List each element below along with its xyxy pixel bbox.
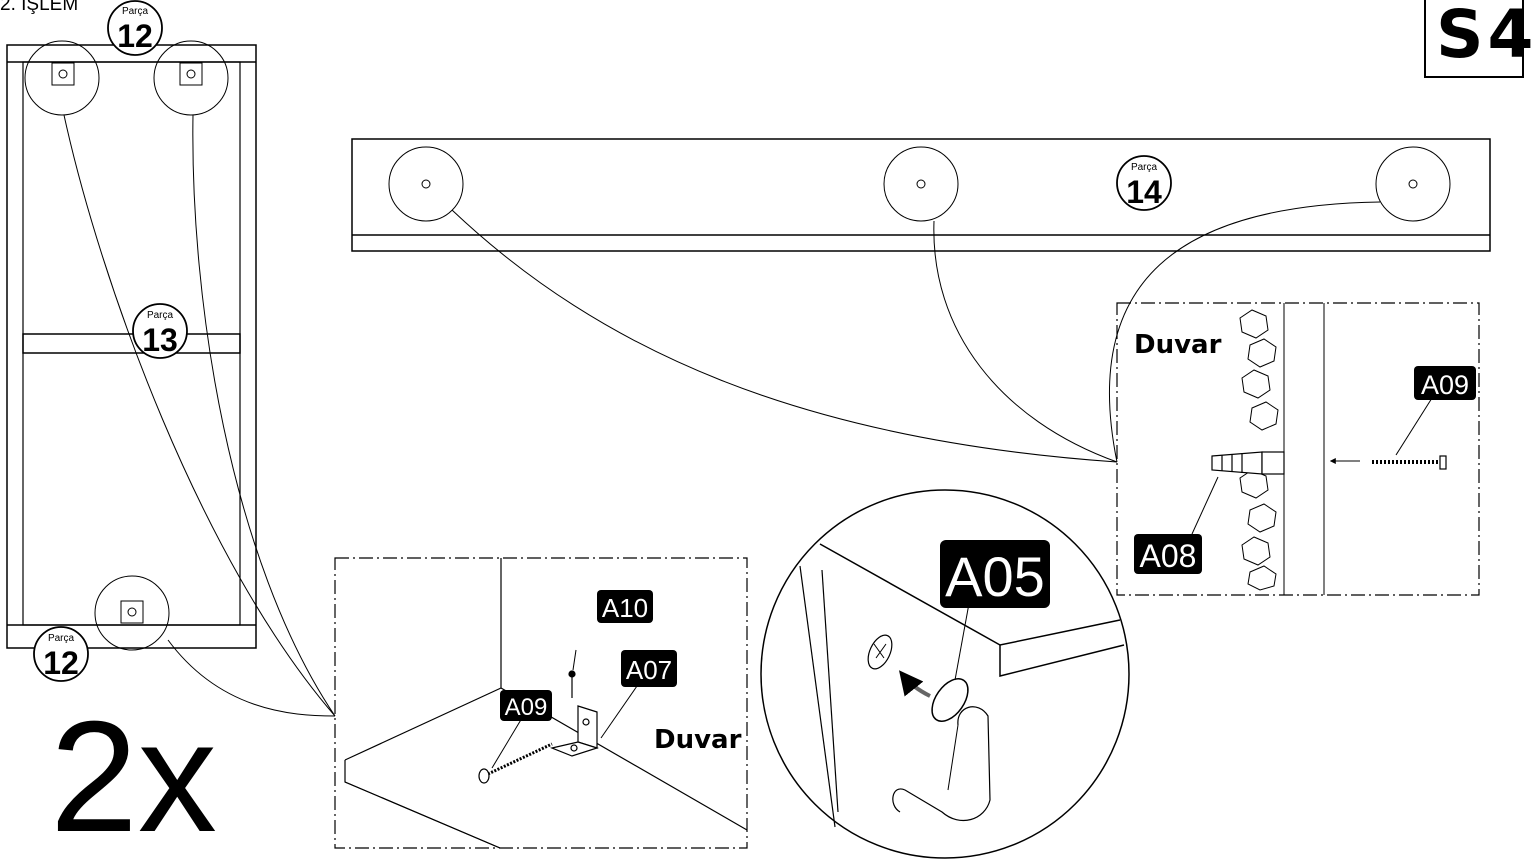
bracket-screw-icon bbox=[568, 670, 576, 698]
svg-text:12: 12 bbox=[117, 18, 153, 54]
detail-circle bbox=[388, 146, 464, 222]
shelf-screw-icon bbox=[478, 742, 553, 784]
part-callout-14: Parça 14 bbox=[1116, 155, 1172, 211]
part-callout-12-top: Parça 12 bbox=[107, 0, 163, 56]
svg-text:A09: A09 bbox=[505, 694, 548, 721]
page-code: S4 bbox=[1436, 0, 1537, 73]
svg-text:A08: A08 bbox=[1140, 538, 1197, 574]
svg-text:13: 13 bbox=[142, 322, 178, 358]
svg-text:A10: A10 bbox=[602, 593, 648, 623]
hardware-label-a10: A10 bbox=[597, 590, 653, 623]
svg-text:A05: A05 bbox=[945, 545, 1045, 608]
insert-arrow-icon bbox=[899, 670, 931, 698]
svg-text:Parça: Parça bbox=[122, 6, 149, 17]
finger-icon bbox=[892, 706, 991, 822]
hardware-label-a09-bracket: A09 bbox=[500, 690, 552, 721]
wall-plug-icon bbox=[1211, 451, 1285, 475]
screw-hole-icon bbox=[867, 634, 893, 670]
hardware-label-a07: A07 bbox=[621, 650, 677, 687]
wall-screw-icon bbox=[1329, 455, 1447, 470]
detail-circle bbox=[1375, 146, 1451, 222]
part-callout-12-bottom: Parça 12 bbox=[33, 626, 89, 682]
shelf-section-13 bbox=[22, 333, 241, 354]
detail-circle bbox=[24, 40, 100, 116]
detail-circle bbox=[883, 146, 959, 222]
svg-text:Parça: Parça bbox=[147, 310, 174, 321]
hardware-label-a05: A05 bbox=[940, 540, 1050, 608]
page-code-tag: S4 bbox=[1424, 0, 1533, 78]
svg-text:A07: A07 bbox=[626, 655, 672, 685]
step-title: 2. İŞLEM bbox=[0, 0, 79, 15]
wall-label: Duvar bbox=[654, 725, 742, 755]
part-callout-13: Parça 13 bbox=[132, 303, 188, 359]
svg-text:A09: A09 bbox=[1421, 370, 1469, 400]
svg-text:Parça: Parça bbox=[1131, 162, 1158, 173]
svg-text:14: 14 bbox=[1126, 174, 1162, 210]
hardware-label-a09-wall: A09 bbox=[1414, 366, 1476, 400]
detail-circle bbox=[94, 575, 170, 651]
wall-anchor-detail: Duvar bbox=[1116, 302, 1480, 596]
corner-bracket-detail: Duvar bbox=[334, 557, 748, 849]
detail-circle bbox=[153, 40, 229, 116]
leader-lines-top bbox=[451, 201, 1381, 463]
svg-text:12: 12 bbox=[43, 645, 79, 681]
cover-cap-detail bbox=[760, 489, 1130, 859]
wall-label: Duvar bbox=[1134, 330, 1222, 360]
leader-lines-left bbox=[63, 114, 336, 717]
hardware-label-a08: A08 bbox=[1134, 534, 1202, 574]
cover-cap-icon bbox=[931, 678, 969, 722]
angle-bracket-icon bbox=[549, 705, 599, 757]
quantity-multiplier: 2x bbox=[50, 689, 217, 865]
assembly-drawing: Parça 12 Parça 13 Parça 12 Parça 14 bbox=[6, 0, 1491, 859]
svg-text:Parça: Parça bbox=[48, 633, 75, 644]
cabinet-side-view bbox=[6, 40, 257, 651]
top-shelf-14 bbox=[351, 138, 1491, 252]
